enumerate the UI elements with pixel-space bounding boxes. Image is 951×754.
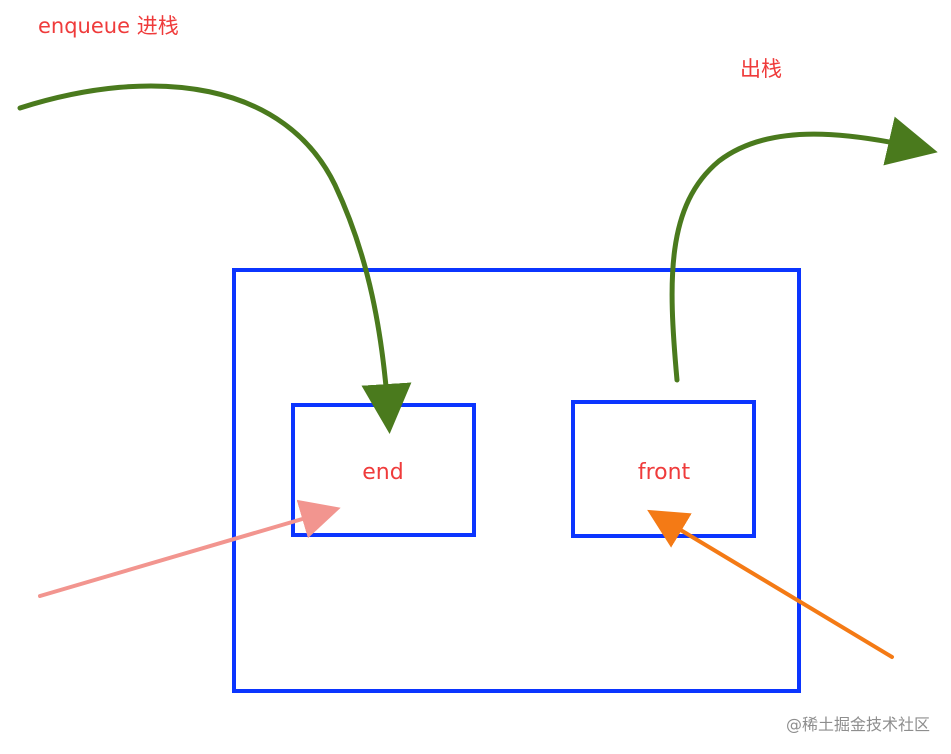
end-label: end [362,460,403,485]
outer-queue-box [232,268,801,693]
dequeue-label: 出栈 [740,57,782,81]
enqueue-arrow [17,83,412,434]
watermark: @稀土掘金技术社区 [786,715,930,734]
dequeue-arrow [669,116,938,383]
end-pointer-arrow [38,499,341,598]
enqueue-label: enqueue 进栈 [38,14,179,38]
front-label: front [638,460,691,485]
front-pointer-arrow [647,509,894,659]
